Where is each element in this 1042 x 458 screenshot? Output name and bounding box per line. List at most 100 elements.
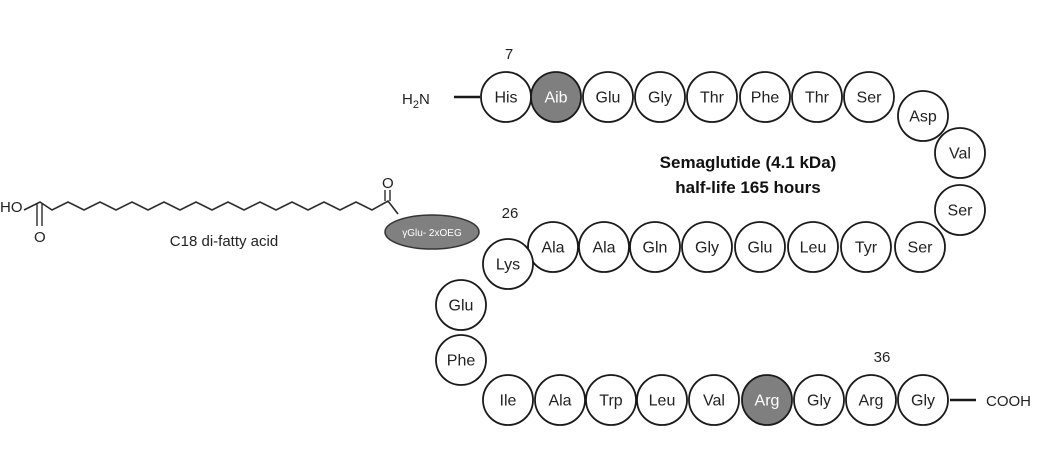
residue-1: His xyxy=(480,71,532,123)
residue-label: Gly xyxy=(807,393,831,410)
residue-label: Trp xyxy=(599,393,623,410)
residue-23: Ile xyxy=(482,374,534,426)
residue-label: Aib xyxy=(544,90,567,107)
residue-circle xyxy=(578,221,630,273)
residue-label: Arg xyxy=(755,393,780,410)
residue-circle xyxy=(791,71,843,123)
acid-group-label: HO xyxy=(0,199,23,216)
residue-label: Gly xyxy=(695,240,719,257)
residue-circle xyxy=(530,71,582,123)
residue-17: Gln xyxy=(629,221,681,273)
title-line-2: half-life 165 hours xyxy=(675,178,820,197)
residue-circle xyxy=(636,374,688,426)
position-marker-26: 26 xyxy=(502,205,519,222)
residue-circle xyxy=(585,374,637,426)
residue-circle xyxy=(534,374,586,426)
residue-14: Leu xyxy=(787,221,839,273)
residue-label: Leu xyxy=(649,393,676,410)
residue-30: Arg xyxy=(845,374,897,426)
residue-circle xyxy=(634,71,686,123)
residue-circle xyxy=(934,127,986,179)
residue-circle xyxy=(741,374,793,426)
position-marker-36: 36 xyxy=(874,349,891,366)
residue-circle xyxy=(688,374,740,426)
residue-circle xyxy=(482,374,534,426)
residue-20: Lys xyxy=(482,238,534,290)
residue-label: Ala xyxy=(548,393,571,410)
residue-circle xyxy=(435,279,487,331)
residue-2: Aib xyxy=(530,71,582,123)
residue-9: Asp xyxy=(897,90,949,142)
residue-16: Gly xyxy=(681,221,733,273)
residue-22: Phe xyxy=(435,334,487,386)
residue-19: Ala xyxy=(527,221,579,273)
residue-25: Trp xyxy=(585,374,637,426)
residue-label: Leu xyxy=(800,240,827,257)
residue-circle xyxy=(582,71,634,123)
residue-circle xyxy=(739,71,791,123)
residue-circle xyxy=(897,374,949,426)
residue-18: Ala xyxy=(578,221,630,273)
linker-ellipse xyxy=(384,214,480,250)
residue-label: Arg xyxy=(859,393,884,410)
residue-4: Gly xyxy=(634,71,686,123)
residue-circle xyxy=(894,221,946,273)
residue-label: Gly xyxy=(648,90,672,107)
residue-31: Gly xyxy=(897,374,949,426)
residue-circle xyxy=(934,184,986,236)
residue-label: Ala xyxy=(592,240,615,257)
residue-label: Glu xyxy=(748,240,773,257)
residue-26: Leu xyxy=(636,374,688,426)
fatty-acid-label: C18 di-fatty acid xyxy=(170,233,278,250)
residue-circle xyxy=(845,374,897,426)
residue-label: Ser xyxy=(908,240,934,257)
residue-circle xyxy=(681,221,733,273)
carbonyl-oxygen-right: O xyxy=(382,175,394,192)
carbonyl-oxygen-left: O xyxy=(34,229,46,246)
residue-circle xyxy=(629,221,681,273)
fatty-acid-chain xyxy=(23,190,399,226)
residue-29: Gly xyxy=(793,374,845,426)
residue-label: Val xyxy=(703,393,725,410)
residue-5: Thr xyxy=(686,71,738,123)
residue-label: Thr xyxy=(700,90,725,107)
residue-24: Ala xyxy=(534,374,586,426)
residue-label: Glu xyxy=(596,90,621,107)
residue-circle xyxy=(527,221,579,273)
linker-label: γGlu- 2xOEG xyxy=(402,228,462,239)
residue-label: Glu xyxy=(449,298,474,315)
residue-circle xyxy=(897,90,949,142)
residue-28: Arg xyxy=(741,374,793,426)
residue-circle xyxy=(843,71,895,123)
residue-10: Val xyxy=(934,127,986,179)
residue-15: Glu xyxy=(734,221,786,273)
residue-label: Phe xyxy=(447,353,476,370)
residue-circle xyxy=(482,238,534,290)
residue-label: Ser xyxy=(948,203,974,220)
residue-label: Tyr xyxy=(855,240,878,257)
residue-3: Glu xyxy=(582,71,634,123)
residue-21: Glu xyxy=(435,279,487,331)
residue-label: Ala xyxy=(541,240,564,257)
residue-label: Asp xyxy=(909,109,937,126)
residue-circle xyxy=(840,221,892,273)
residue-label: Ile xyxy=(500,393,517,410)
residue-label: Phe xyxy=(751,90,780,107)
residue-7: Thr xyxy=(791,71,843,123)
c-terminus-label: COOH xyxy=(986,393,1031,410)
residue-circle xyxy=(686,71,738,123)
residue-27: Val xyxy=(688,374,740,426)
position-marker-7: 7 xyxy=(505,46,513,63)
residue-label: Lys xyxy=(496,257,520,274)
residue-label: Val xyxy=(949,146,971,163)
residue-13: Tyr xyxy=(840,221,892,273)
residue-6: Phe xyxy=(739,71,791,123)
residue-label: Thr xyxy=(805,90,830,107)
residue-circle xyxy=(435,334,487,386)
residue-8: Ser xyxy=(843,71,895,123)
n-terminus-label: H2N xyxy=(402,91,430,111)
residue-label: Gly xyxy=(911,393,935,410)
residue-circle xyxy=(793,374,845,426)
title-line-1: Semaglutide (4.1 kDa) xyxy=(660,153,837,172)
